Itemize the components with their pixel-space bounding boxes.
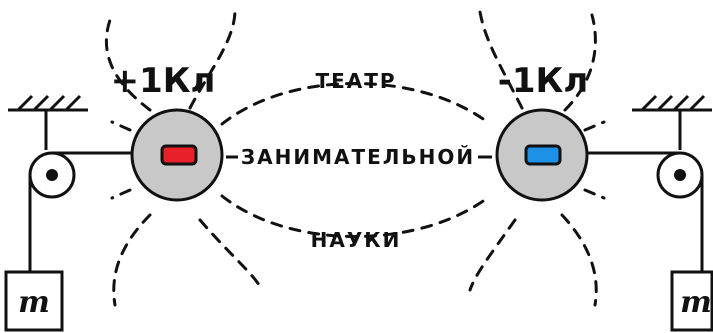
left-ceiling-mount bbox=[8, 94, 88, 150]
positive-marker bbox=[160, 144, 198, 166]
right-ceiling-mount bbox=[632, 94, 712, 150]
field-line-right-out-2 bbox=[583, 188, 606, 200]
left-sphere bbox=[130, 108, 224, 202]
field-line-left-up-1 bbox=[104, 18, 152, 112]
field-line-right-down-1 bbox=[560, 213, 598, 307]
field-line-right-up-2 bbox=[478, 10, 524, 110]
field-line-left-down-2 bbox=[198, 218, 264, 292]
right-sphere bbox=[495, 108, 589, 202]
field-line-top bbox=[220, 82, 492, 126]
field-lines bbox=[104, 8, 606, 307]
negative-marker bbox=[524, 144, 562, 166]
left-strings bbox=[28, 151, 132, 272]
field-line-left-out-1 bbox=[110, 120, 132, 132]
field-text-bottom: НАУКИ bbox=[311, 228, 402, 252]
right-weight bbox=[670, 270, 713, 332]
field-line-left-down-1 bbox=[112, 213, 152, 307]
field-line-right-up-1 bbox=[563, 13, 597, 112]
field-line-left-out-2 bbox=[110, 188, 132, 200]
field-line-bottom bbox=[220, 194, 492, 238]
left-charge-label: +1Кл bbox=[111, 61, 216, 101]
field-line-right-out-1 bbox=[583, 120, 606, 132]
right-pulley bbox=[656, 151, 704, 199]
field-text-middle: ЗАНИМАТЕЛЬНОЙ bbox=[241, 145, 475, 169]
field-line-left-up-2 bbox=[188, 8, 237, 110]
left-pulley bbox=[28, 151, 76, 199]
right-charge-label: -1Кл bbox=[498, 61, 588, 101]
right-strings bbox=[584, 151, 704, 272]
field-text-top: ТЕАТР bbox=[315, 69, 396, 93]
right-weight-label: m bbox=[680, 285, 712, 320]
left-weight-label: m bbox=[18, 285, 50, 320]
field-line-right-down-2 bbox=[468, 218, 517, 292]
left-weight bbox=[4, 270, 64, 332]
